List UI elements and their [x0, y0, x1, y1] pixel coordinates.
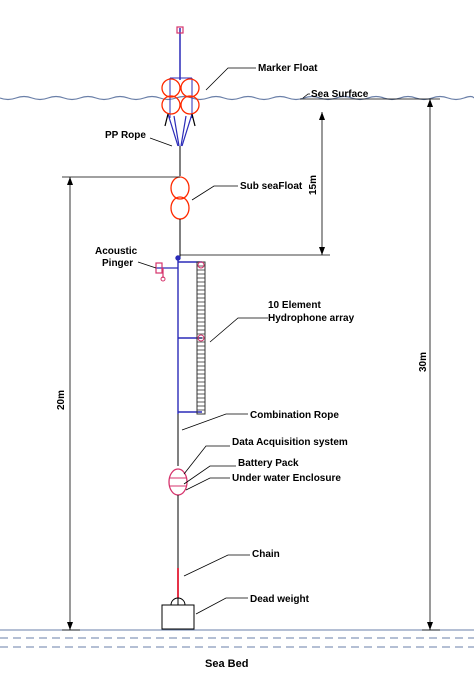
label-chain: Chain	[252, 549, 280, 560]
sea-bed	[0, 629, 474, 648]
dim-30m: 30m	[418, 352, 429, 372]
sub-sea-float	[170, 176, 190, 258]
dimension-arrows	[67, 99, 433, 630]
marker-float	[161, 26, 200, 118]
pp-rope-bridle	[164, 113, 196, 176]
label-underwater-enclosure: Under water Enclosure	[232, 473, 341, 484]
label-pp-rope: PP Rope	[105, 130, 146, 141]
label-battery-pack: Battery Pack	[238, 458, 299, 469]
dead-weight	[161, 597, 195, 630]
label-hydrophone-array: Hydrophone array	[268, 313, 355, 324]
label-combination-rope: Combination Rope	[250, 410, 339, 421]
dim-15m: 15m	[308, 175, 319, 195]
label-acoustic: Acoustic	[95, 246, 138, 257]
label-pinger: Pinger	[102, 258, 133, 269]
dim-20m: 20m	[56, 390, 67, 410]
label-sea-surface: Sea Surface	[311, 89, 369, 100]
label-10-element: 10 Element	[268, 300, 321, 311]
hydrophone-array	[196, 261, 206, 415]
label-dead-weight: Dead weight	[250, 594, 310, 605]
label-data-acquisition: Data Acquisition system	[232, 437, 348, 448]
label-marker-float: Marker Float	[258, 63, 318, 74]
leader-lines	[137, 67, 310, 615]
sea-surface-line	[0, 95, 474, 101]
dimension-lines	[62, 98, 440, 631]
label-sub-sea-float: Sub seaFloat	[240, 181, 303, 192]
acoustic-pinger	[155, 262, 178, 282]
label-sea-bed: Sea Bed	[205, 658, 248, 670]
